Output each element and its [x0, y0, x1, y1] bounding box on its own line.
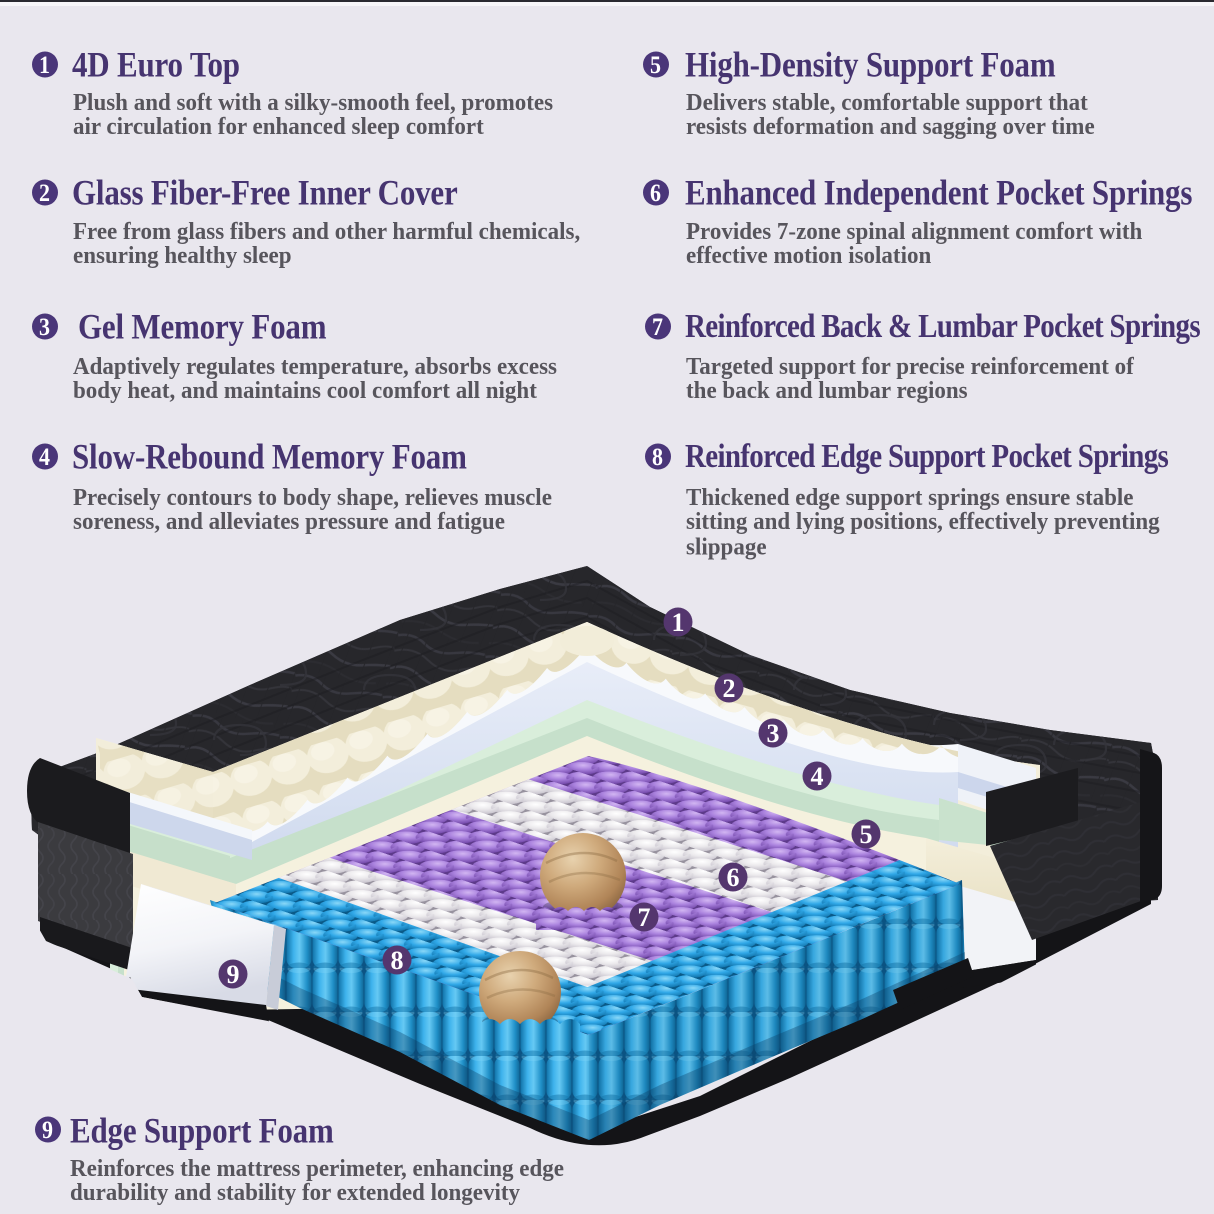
- svg-text:5: 5: [860, 820, 873, 849]
- svg-text:8: 8: [391, 946, 404, 975]
- svg-text:3: 3: [767, 719, 780, 748]
- svg-text:1: 1: [672, 608, 685, 637]
- svg-text:6: 6: [727, 863, 740, 892]
- svg-text:2: 2: [723, 674, 736, 703]
- svg-text:9: 9: [227, 960, 240, 989]
- svg-text:4: 4: [811, 762, 824, 791]
- svg-text:7: 7: [638, 903, 651, 932]
